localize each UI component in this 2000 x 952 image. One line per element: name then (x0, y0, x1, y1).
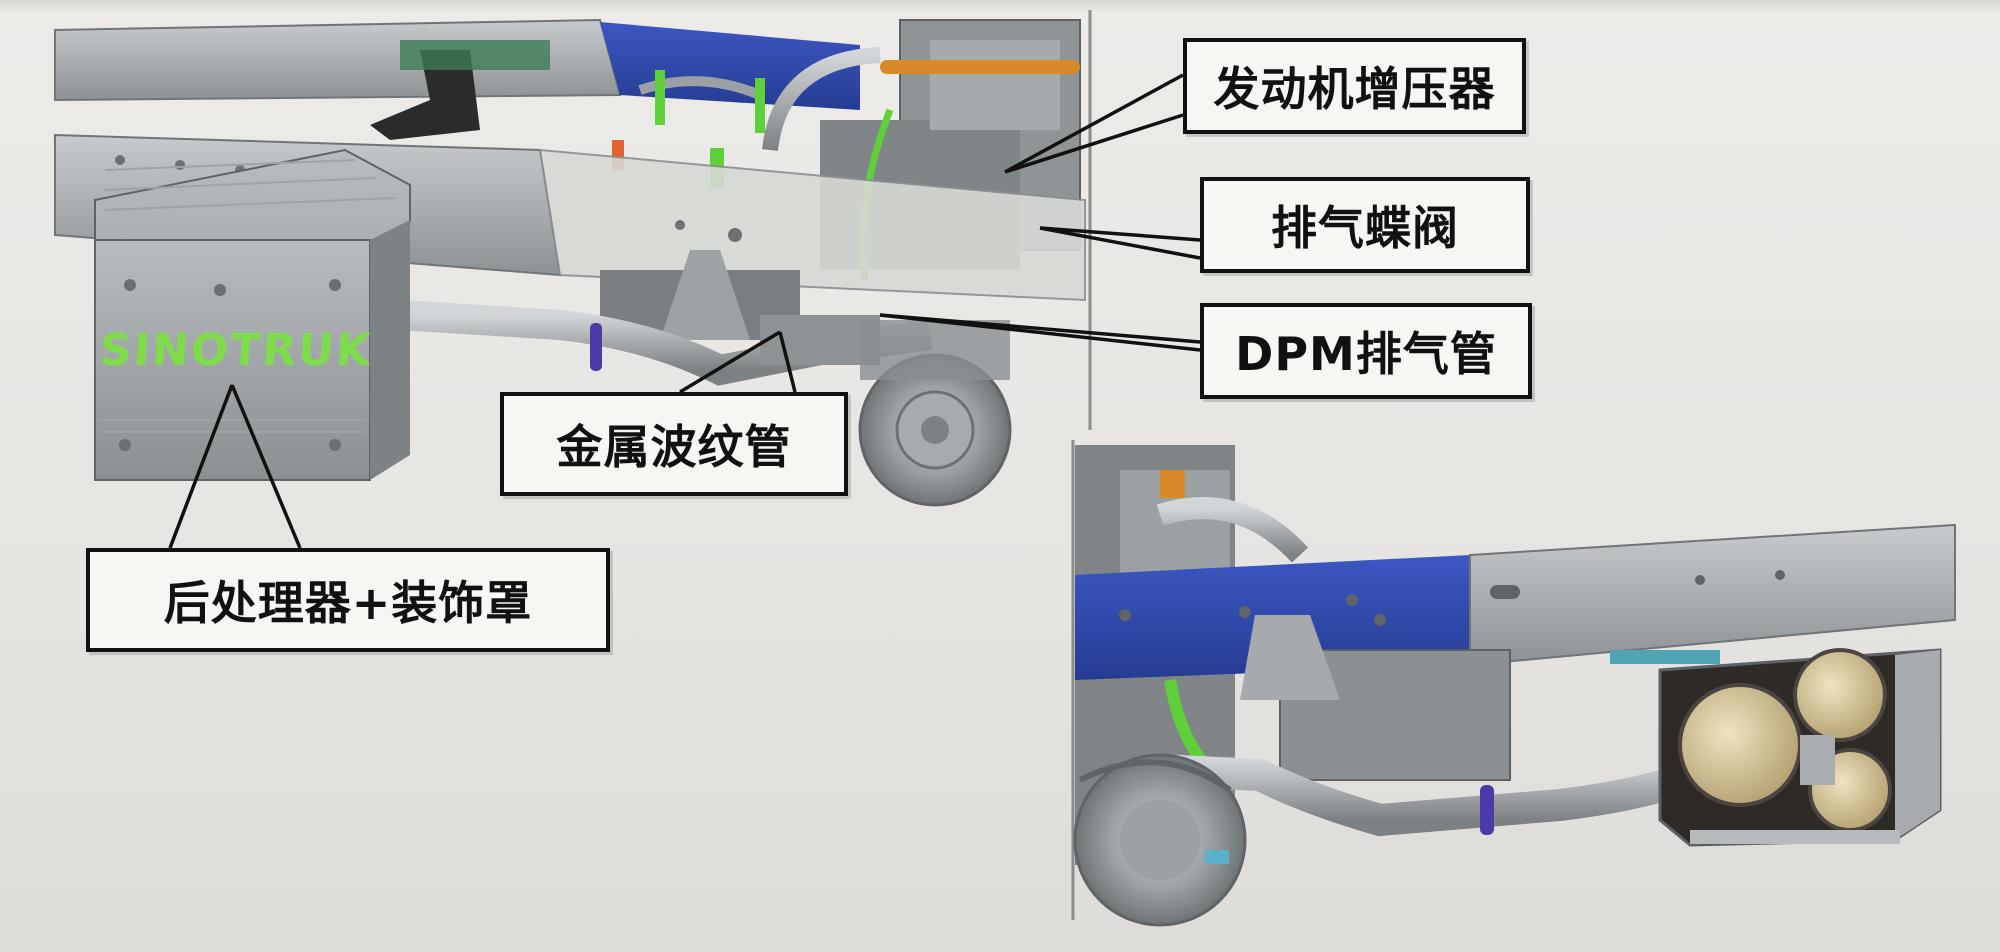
bottom-chassis-assembly (1073, 445, 1956, 927)
label-metal-bellows: 金属波纹管 (500, 392, 848, 496)
cropped-text-strip (0, 0, 2000, 14)
brand-logo-text: SINOTRUK (98, 325, 374, 376)
label-exhaust-butterfly-valve: 排气蝶阀 (1200, 177, 1530, 273)
label-turbocharger: 发动机增压器 (1183, 38, 1526, 134)
label-dpm-exhaust-pipe: DPM排气管 (1200, 303, 1532, 399)
top-chassis-assembly (54, 18, 1086, 507)
callout-lines (168, 73, 1201, 549)
label-aftertreatment-cover: 后处理器+装饰罩 (86, 548, 610, 652)
